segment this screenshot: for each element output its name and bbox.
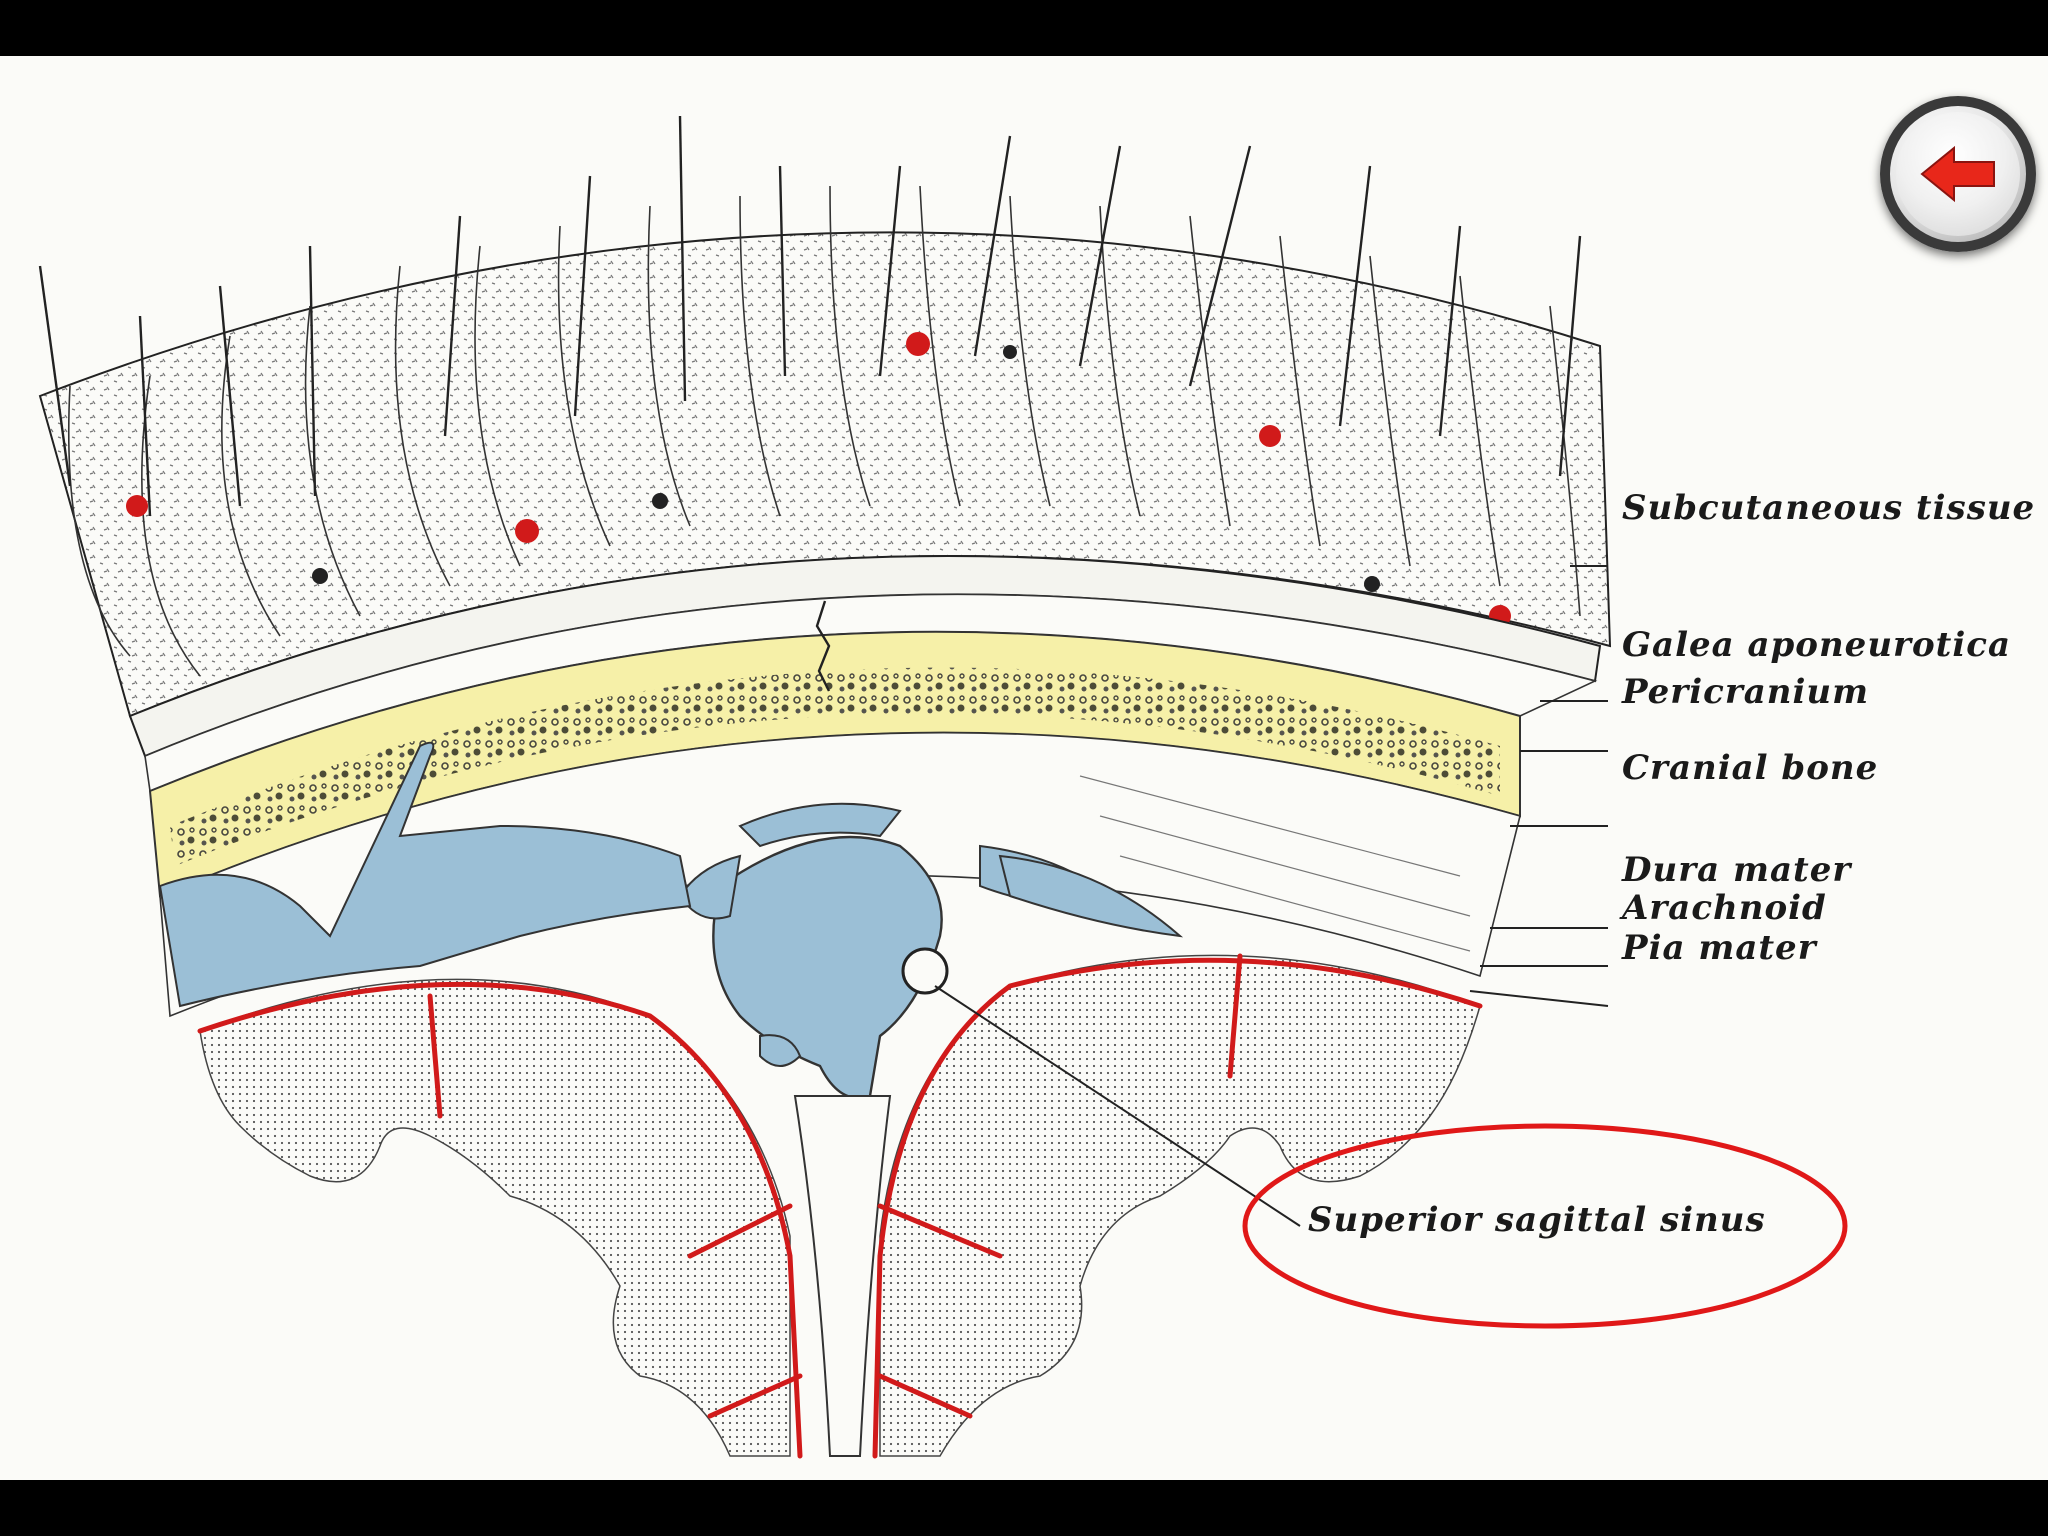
back-button[interactable] (1880, 96, 2036, 252)
scalp-meninges-diagram (38, 115, 1848, 1459)
label-galea-aponeurotica: Galea aponeurotica (1622, 625, 2011, 665)
label-pericranium: Pericranium (1622, 672, 1870, 712)
diploic-vein (158, 741, 692, 1008)
falx-cerebri (793, 1095, 892, 1457)
lacuna-small (759, 1034, 802, 1067)
hair-shafts (38, 115, 1582, 517)
cortical-vessels (197, 953, 1483, 1459)
diploe (170, 667, 1500, 866)
lacuna-left (678, 854, 742, 920)
hair-follicles (67, 185, 1581, 677)
arachnoid-granulation (901, 947, 949, 995)
right-meningeal-vein (998, 854, 1184, 938)
leader-lines (934, 565, 1609, 1227)
label-subcutaneous-tissue: Subcutaneous tissue (1622, 488, 2036, 528)
sagittal-suture (815, 600, 831, 692)
dura-lines (1079, 775, 1471, 952)
label-dura-mater: Dura mater (1622, 850, 1852, 890)
label-arachnoid: Arachnoid (1622, 888, 1827, 928)
left-arrow-icon (1920, 145, 1995, 203)
superior-sagittal-sinus (712, 835, 943, 1100)
label-cranial-bone: Cranial bone (1622, 748, 1879, 788)
label-pia-mater: Pia mater (1622, 928, 1817, 968)
top-letterbox-bar (0, 0, 2048, 56)
scalp-veins (312, 345, 1380, 592)
label-superior-sagittal-sinus: Superior sagittal sinus (1308, 1200, 1766, 1240)
brain-left-hemisphere (199, 978, 791, 1457)
back-button-face (1896, 112, 2020, 236)
highlight-ellipse (1242, 1123, 1848, 1329)
bottom-letterbox-bar (0, 1480, 2048, 1536)
lacuna-top (738, 802, 902, 848)
scalp-vessels (126, 332, 1511, 627)
